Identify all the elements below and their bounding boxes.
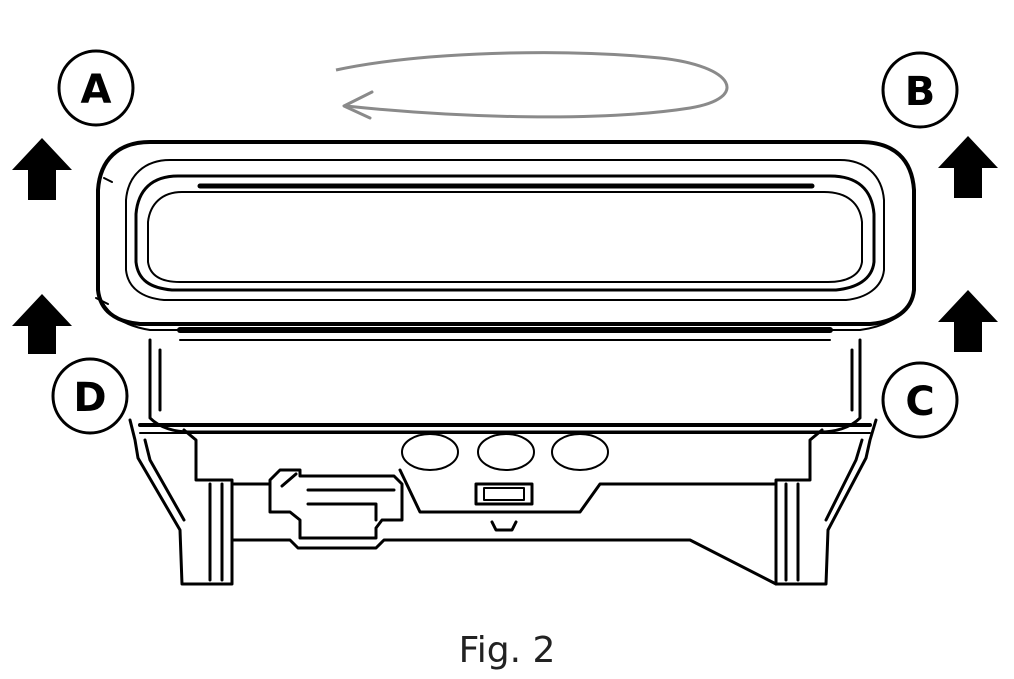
arrow-up-icon bbox=[12, 294, 72, 354]
corner-label-b: B bbox=[881, 51, 959, 129]
corner-label-d-text: D bbox=[73, 375, 106, 421]
arrow-up-icon bbox=[12, 138, 72, 200]
device-frame bbox=[95, 140, 916, 341]
figure-caption: Fig. 2 bbox=[459, 630, 556, 671]
arrow-up-icon bbox=[938, 136, 998, 198]
corner-label-c-text: C bbox=[905, 379, 934, 425]
rotation-arrow-icon bbox=[335, 51, 729, 120]
arrow-up-icon bbox=[938, 290, 998, 352]
corner-label-b-text: B bbox=[905, 69, 936, 115]
corner-label-c: C bbox=[881, 361, 959, 439]
device-housing bbox=[128, 338, 878, 586]
corner-label-d: D bbox=[51, 357, 129, 435]
corner-label-a-text: A bbox=[81, 67, 112, 113]
corner-label-a: A bbox=[57, 49, 135, 127]
